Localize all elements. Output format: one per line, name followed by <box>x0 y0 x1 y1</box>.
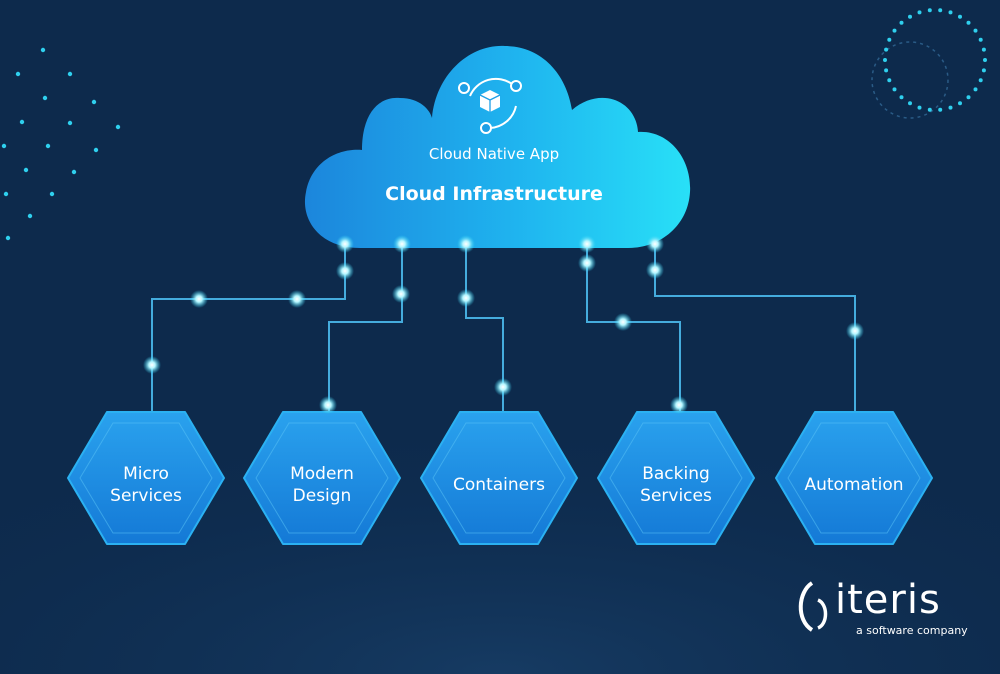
decorative-dot <box>938 107 943 112</box>
decorative-dot <box>884 68 889 73</box>
decorative-dot <box>45 143 51 149</box>
glow-point <box>614 313 632 331</box>
hexagon-node-2 <box>243 411 401 545</box>
decorative-dot <box>927 8 932 13</box>
glow-point <box>670 396 688 414</box>
decorative-dot <box>983 58 987 62</box>
decorative-dot <box>978 78 983 83</box>
decorative-dot <box>93 147 99 153</box>
hexagon-node-3 <box>420 411 578 545</box>
hexagon-label-line: Services <box>110 486 182 506</box>
decorative-dot <box>892 87 897 92</box>
hexagon-label-line: Modern <box>290 464 354 484</box>
decorative-dot <box>958 101 962 106</box>
connector-modern-design <box>328 244 403 413</box>
glow-point <box>578 235 596 253</box>
connector-backing-services <box>586 244 681 413</box>
decorative-dot <box>40 47 46 53</box>
decorative-dot <box>23 167 29 173</box>
decorative-dot <box>973 28 978 33</box>
hexagon-node-1 <box>67 411 225 545</box>
decorative-dot <box>1 143 7 149</box>
decorative-dot <box>27 213 33 219</box>
iteris-logo-mark <box>798 581 828 632</box>
decorative-dot <box>908 14 912 19</box>
glow-point <box>646 261 664 279</box>
decorative-dot <box>67 120 73 126</box>
glow-point <box>190 290 208 308</box>
glow-point <box>319 396 337 414</box>
cloud-shape <box>304 45 691 248</box>
hexagon-node-4 <box>597 411 755 545</box>
glow-point <box>846 322 864 340</box>
decorative-dot <box>892 28 897 33</box>
decorative-dot <box>917 10 922 15</box>
decorative-dot <box>887 37 892 42</box>
decorative-dot <box>973 87 978 92</box>
hexagon-label-line: Micro <box>123 464 169 484</box>
decorative-dot <box>917 105 922 110</box>
hexagon-label-line: Containers <box>453 475 545 495</box>
decorative-dot <box>19 119 25 125</box>
glow-point <box>392 285 410 303</box>
decorative-dot <box>948 105 953 110</box>
glow-point <box>646 235 664 253</box>
decorative-dot <box>899 95 904 100</box>
cube-network-icon <box>458 77 522 134</box>
decorative-dot <box>966 20 971 25</box>
glow-point <box>336 235 354 253</box>
glow-point <box>457 289 475 307</box>
hexagon-label-line: Services <box>640 486 712 506</box>
decorative-dot <box>966 95 971 100</box>
glow-point <box>457 235 475 253</box>
hexagon-label-line: Backing <box>642 464 710 484</box>
cloud-title: Cloud Infrastructure <box>385 183 603 205</box>
hexagon-node-5 <box>775 411 933 545</box>
decorative-dot <box>887 78 892 83</box>
glow-point <box>143 356 161 374</box>
decorative-dot <box>958 14 962 19</box>
decorative-dot <box>884 47 889 52</box>
glow-point <box>336 262 354 280</box>
decorative-dot <box>908 101 912 106</box>
decorative-dot <box>978 37 983 42</box>
decorative-dot <box>49 191 55 197</box>
decorative-dot <box>67 71 73 77</box>
glow-point <box>393 235 411 253</box>
logo-tagline: a software company <box>856 624 968 637</box>
cloud-subtitle: Cloud Native App <box>428 145 560 163</box>
decorative-dot <box>3 191 9 197</box>
decorative-dot <box>5 235 11 241</box>
decorative-dot <box>15 71 21 77</box>
decorative-dot <box>42 95 48 101</box>
decorative-dot <box>927 107 932 112</box>
connector-containers <box>465 244 504 413</box>
hexagon-label-line: Automation <box>804 475 904 495</box>
decorative-dot <box>948 10 953 15</box>
decorative-dot <box>115 124 121 130</box>
decorative-dot <box>883 58 887 62</box>
glow-point <box>288 290 306 308</box>
hexagon-label-line: Design <box>292 486 352 506</box>
decorative-dot <box>71 169 77 175</box>
decorative-dot <box>899 20 904 25</box>
logo-name: iteris <box>835 577 941 623</box>
hexagon-label-5: Automation <box>779 455 929 515</box>
hexagon-label-3: Containers <box>424 455 574 515</box>
glow-points <box>143 235 864 414</box>
decorative-dot <box>981 47 986 52</box>
decorative-dot <box>91 99 97 105</box>
decorative-dots-left <box>1 47 121 241</box>
decorative-dot <box>938 8 943 13</box>
glow-point <box>494 378 512 396</box>
glow-point <box>578 254 596 272</box>
decorative-dot <box>981 68 986 73</box>
decorative-ring-right <box>871 8 987 119</box>
